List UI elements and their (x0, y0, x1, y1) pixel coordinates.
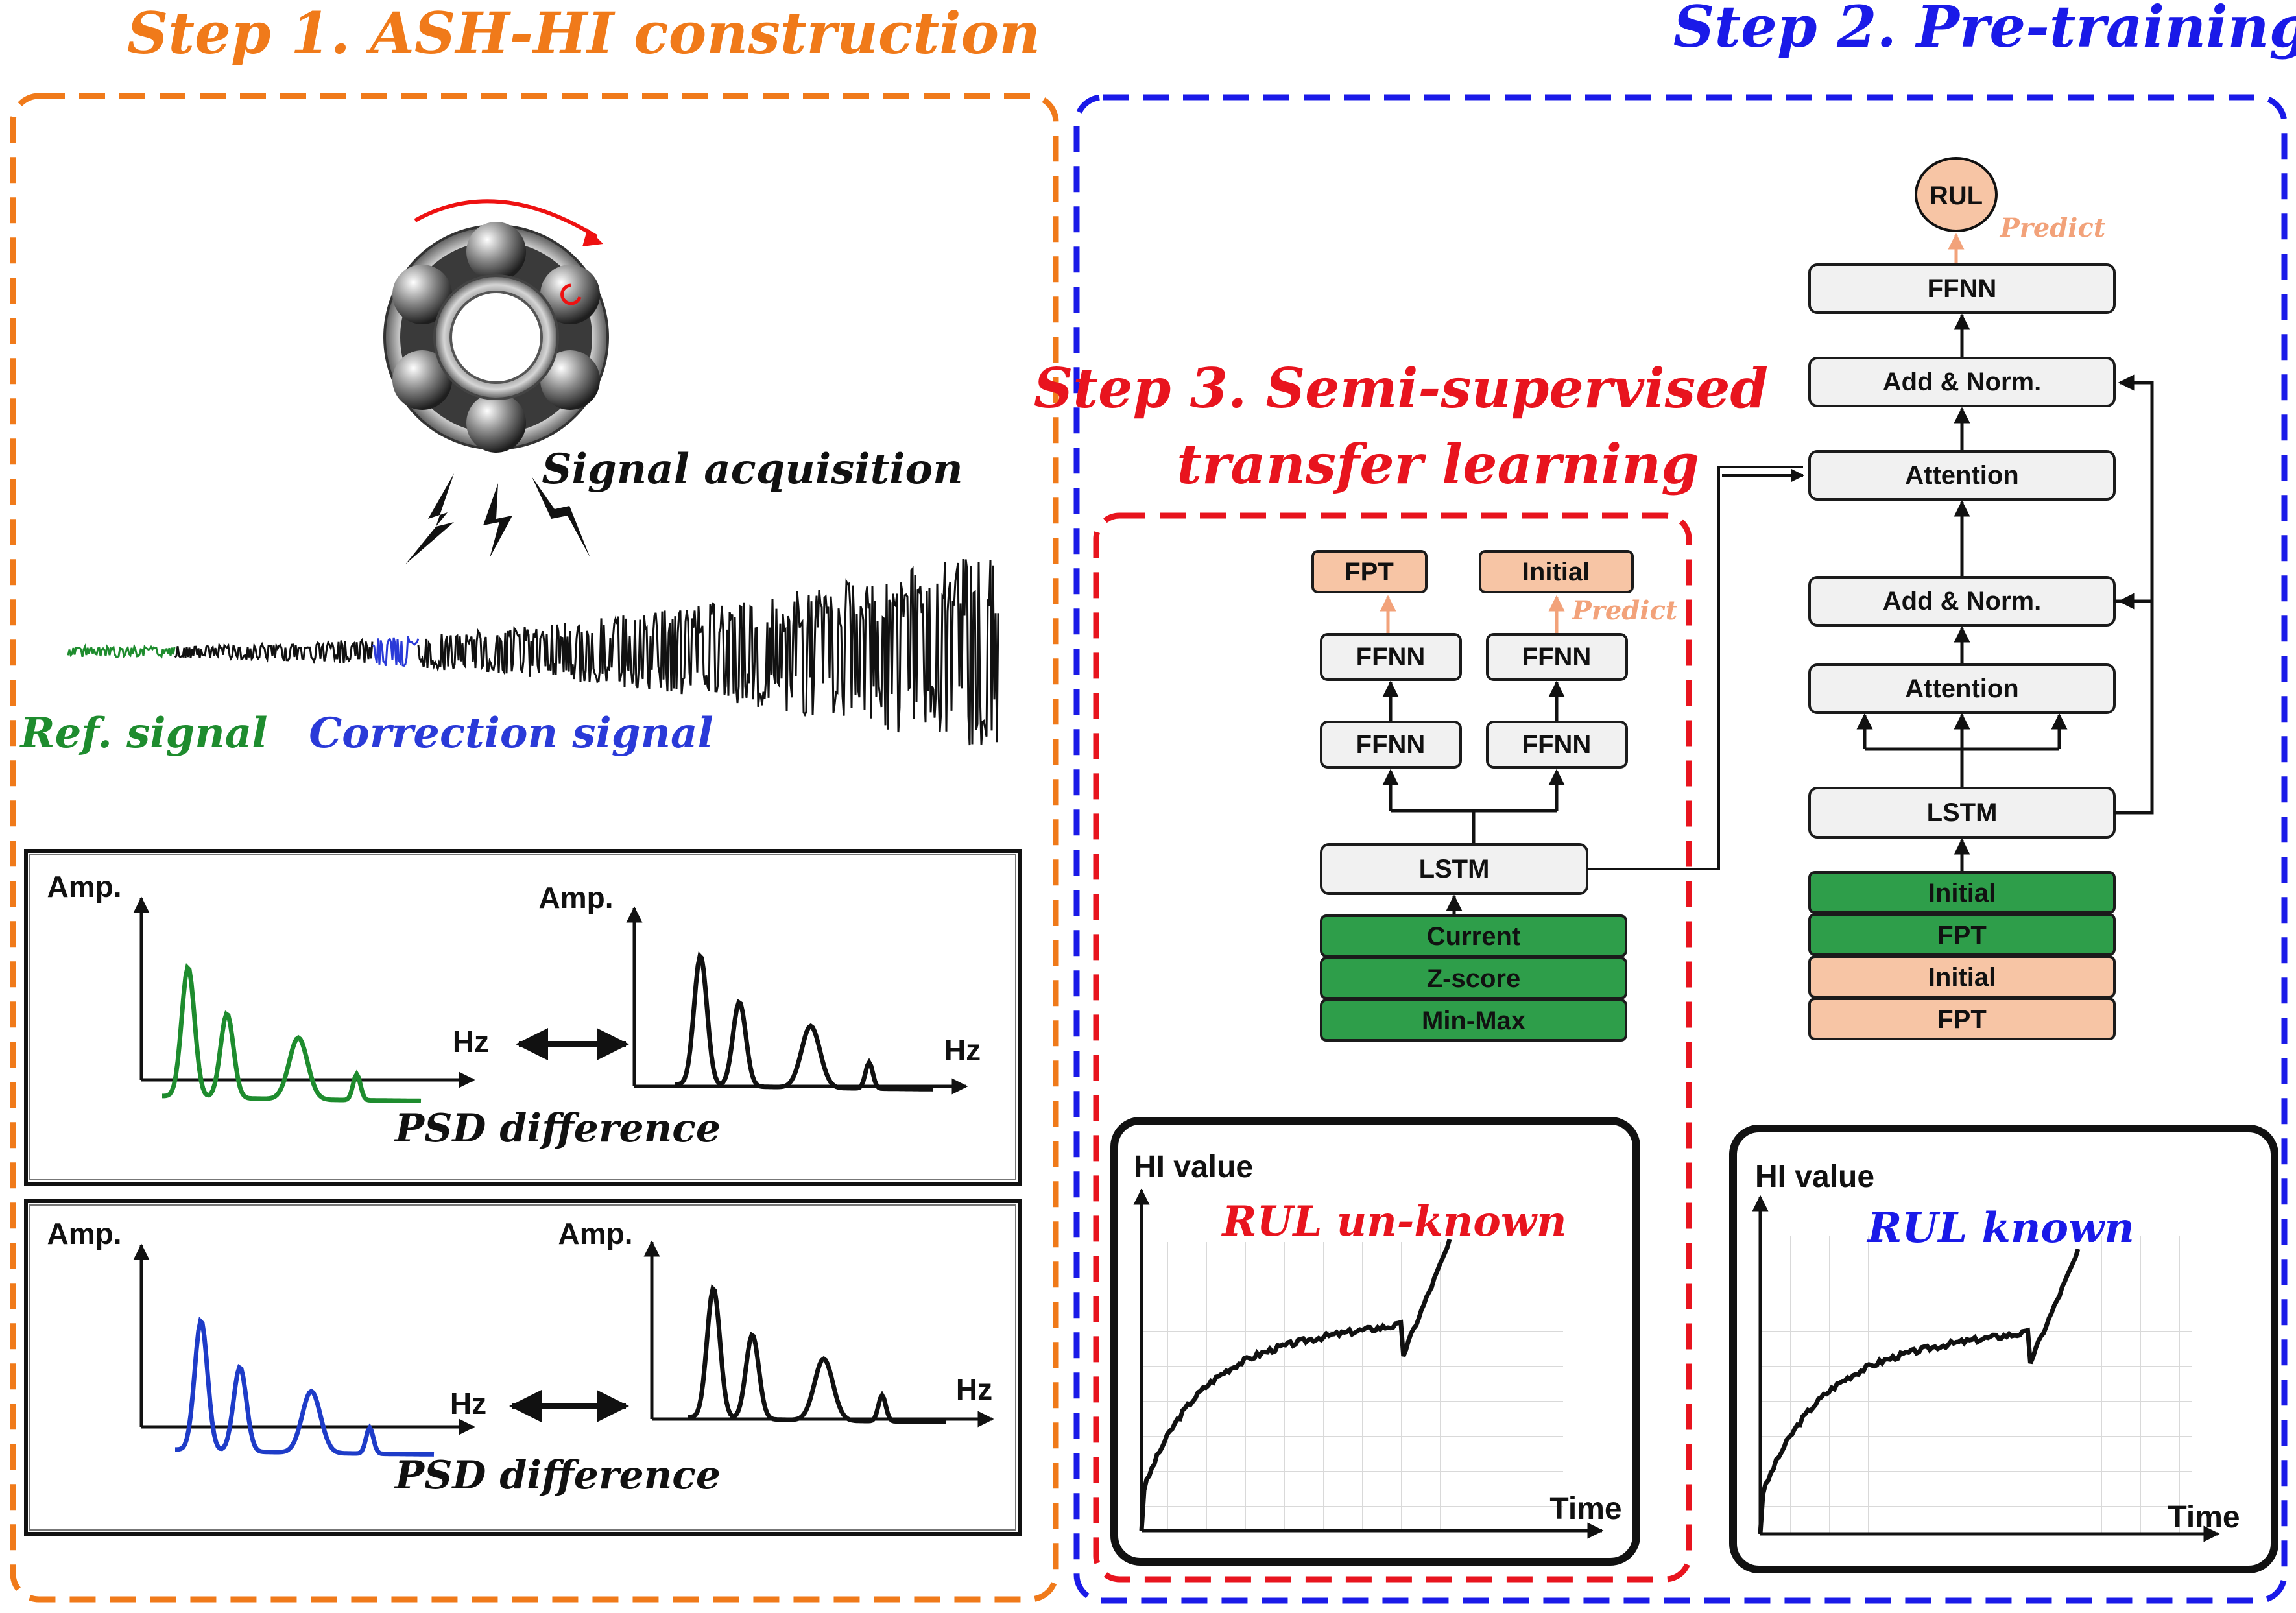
step3-section: Step 3. Semi-supervised transfer learnin… (1034, 356, 1804, 1583)
ffnn-right-top (1486, 633, 1628, 681)
input-initial-green (1808, 871, 2116, 914)
vibration-signal (67, 558, 999, 746)
psd-panel-ref: Amp. Amp. Hz Hz PSD difference (24, 849, 1022, 1186)
psd-curve-correction-target (688, 1284, 947, 1424)
ffnn-right-bottom (1486, 721, 1628, 769)
add-norm-bottom-label: Add & Norm. (1883, 587, 2041, 615)
input-label: Z-score (1427, 964, 1521, 993)
output-fpt (1311, 550, 1428, 593)
input-zscore (1320, 957, 1627, 999)
step3-frame (1093, 512, 1692, 1583)
psd-difference-caption: PSD difference (394, 1106, 721, 1151)
ffnn-label: FFNN (1522, 730, 1592, 759)
input-label: Min-Max (1422, 1007, 1525, 1035)
branch-connector (1391, 809, 1557, 844)
hi-curve-known (1758, 1248, 2081, 1535)
hi-chart-unknown: HI value Time RUL un-known (1110, 1117, 1640, 1566)
hi-value-label: HI value (1755, 1160, 1874, 1194)
input-label: Current (1427, 922, 1520, 951)
input-label: Initial (1928, 963, 1996, 992)
hi-value-label: HI value (1134, 1150, 1253, 1184)
time-label: Time (1549, 1492, 1621, 1526)
ref-signal-label: Ref. signal (19, 709, 267, 758)
attention-top-label: Attention (1905, 461, 2019, 490)
step2-section: Step 2. Pre-training RUL Predict FFNN Ad… (1073, 0, 2296, 1604)
step2-title: Step 2. Pre-training (1673, 0, 2296, 60)
step1-section: Step 1. ASH-HI construction (10, 0, 1059, 1603)
rul-known-annotation: RUL known (1866, 1204, 2134, 1252)
predict-label: Predict (2000, 213, 2106, 243)
hi-curve-unknown (1139, 1238, 1452, 1531)
predict-label: Predict (1572, 595, 1678, 626)
psd-panel-correction: Amp. Amp. Hz Hz PSD difference (24, 1199, 1022, 1536)
ffnn-block (1808, 263, 2116, 314)
rul-unknown-annotation: RUL un-known (1221, 1197, 1566, 1246)
lstm-label: LSTM (1419, 855, 1490, 883)
rul-output-node (1915, 157, 1998, 232)
attention-top-block (1808, 450, 2116, 501)
ffnn-left-top (1320, 633, 1462, 681)
amp-label: Amp. (558, 1217, 633, 1250)
weight-transfer-line (1587, 466, 1803, 870)
vibration-bolt-icons (405, 473, 590, 564)
hz-label: Hz (944, 1033, 981, 1067)
amp-label: Amp. (539, 881, 614, 914)
input-label: FPT (1937, 1005, 1987, 1034)
add-norm-top-label: Add & Norm. (1883, 368, 2041, 396)
psd-difference-caption: PSD difference (394, 1453, 721, 1498)
hz-label: Hz (450, 1387, 486, 1420)
hz-label: Hz (956, 1372, 992, 1406)
rul-output-label: RUL (1930, 182, 1983, 210)
qkv-connector (1865, 747, 2059, 788)
hz-label: Hz (453, 1025, 489, 1058)
input-fpt-peach (1808, 998, 2116, 1040)
ffnn-label: FFNN (1522, 643, 1592, 671)
correction-signal-label: Correction signal (309, 709, 713, 758)
residual-connection (2118, 374, 2154, 601)
input-fpt-green (1808, 913, 2116, 956)
output-initial-label: Initial (1522, 558, 1590, 586)
ffnn-label: FFNN (1928, 274, 1997, 303)
signal-acquisition-label: Signal acquisition (542, 445, 963, 494)
lstm-label: LSTM (1927, 798, 1998, 827)
step2-frame (1073, 94, 2288, 1604)
attention-bottom-block (1808, 663, 2116, 714)
step1-frame (10, 93, 1059, 1603)
psd-curve-ref-target (675, 951, 934, 1092)
attention-bottom-label: Attention (1905, 675, 2019, 703)
input-label: Initial (1928, 879, 1996, 907)
add-norm-top-block (1808, 357, 2116, 407)
amp-label: Amp. (47, 1217, 122, 1250)
ffnn-left-bottom (1320, 721, 1462, 769)
step3-title-line2: transfer learning (1177, 432, 1699, 496)
input-initial-peach (1808, 955, 2116, 998)
residual-connection (2114, 593, 2154, 815)
output-fpt-label: FPT (1345, 558, 1394, 586)
input-current (1320, 914, 1627, 957)
input-label: FPT (1937, 921, 1987, 950)
bearing-icon (383, 199, 609, 453)
output-initial (1479, 550, 1634, 593)
step1-title: Step 1. ASH-HI construction (127, 0, 1040, 67)
psd-curve-ref (162, 963, 422, 1103)
step3-title-line1: Step 3. Semi-supervised (1034, 356, 1769, 420)
ffnn-label: FFNN (1356, 643, 1426, 671)
hi-chart-known: HI value Time RUL known (1729, 1125, 2278, 1573)
ffnn-label: FFNN (1356, 730, 1426, 759)
amp-label: Amp. (47, 870, 122, 903)
psd-curve-correction (175, 1317, 435, 1457)
input-minmax (1320, 999, 1627, 1042)
time-label: Time (2168, 1500, 2240, 1535)
